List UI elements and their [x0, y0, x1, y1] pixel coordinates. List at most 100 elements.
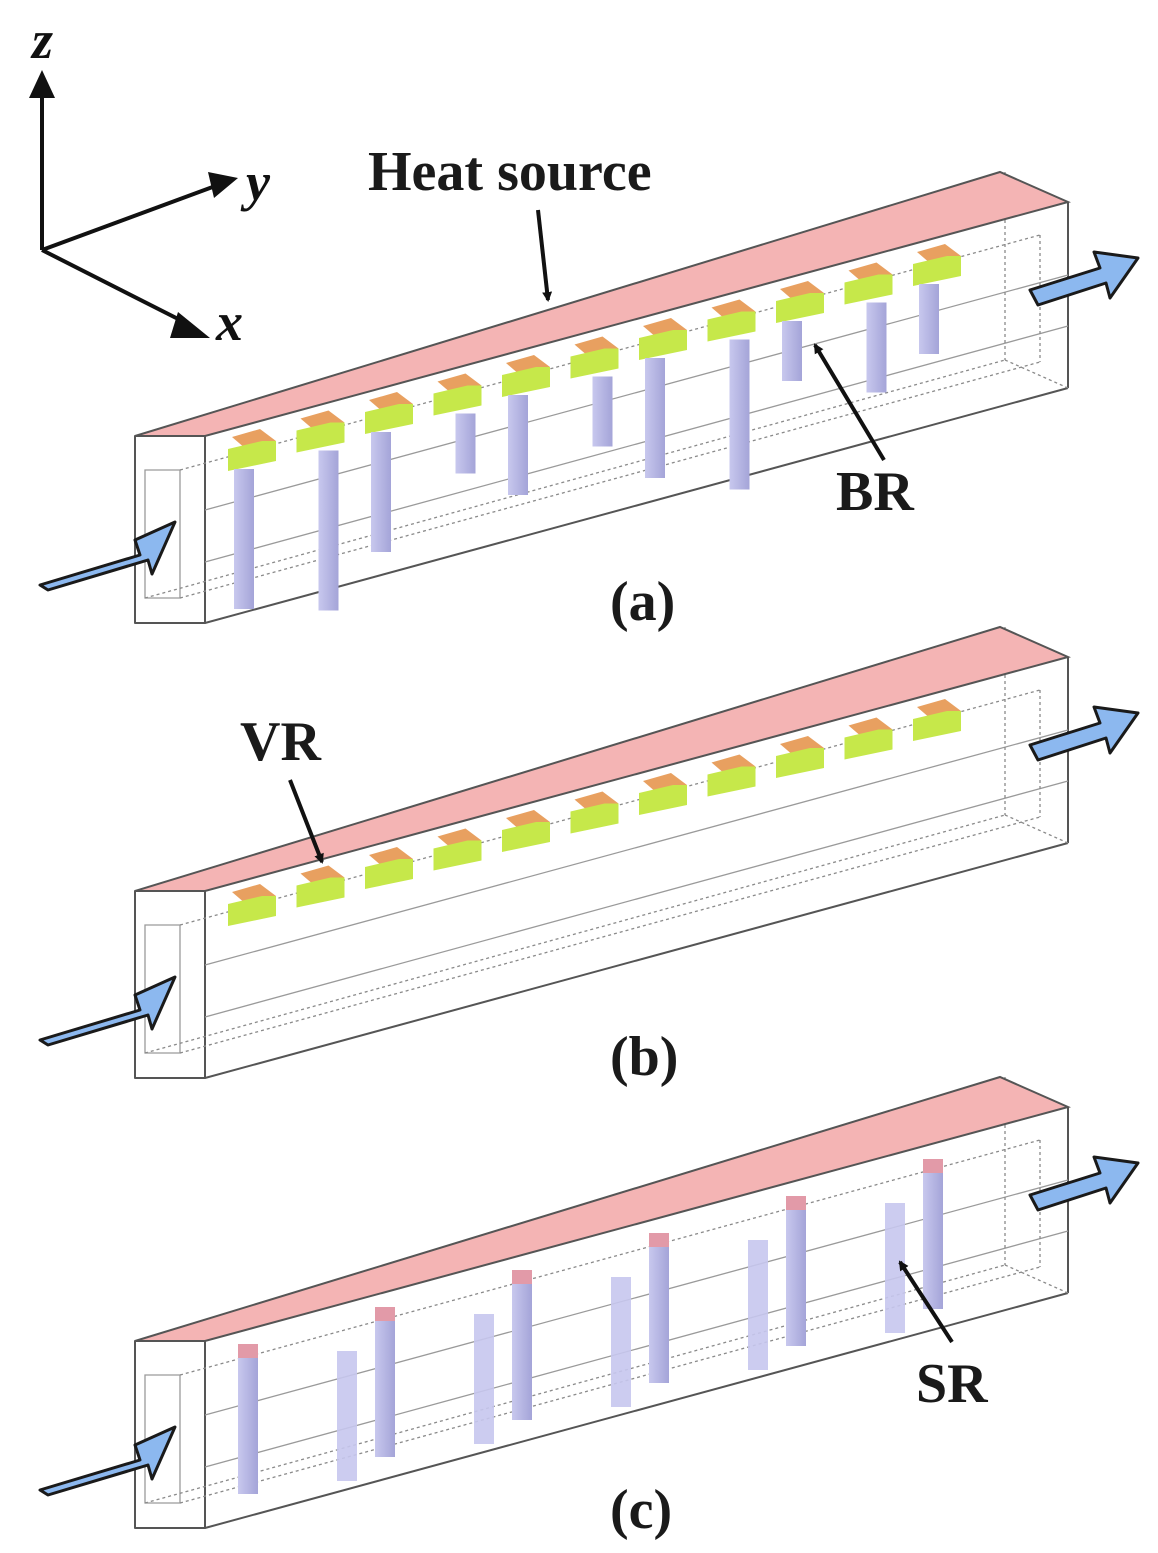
- rib-front: [433, 840, 482, 871]
- inner-top-line: [179, 1139, 1041, 1376]
- rib-front: [776, 293, 824, 323]
- sr-pillar-back: [786, 1196, 806, 1346]
- sr-pointer: [898, 1260, 954, 1344]
- mid-line-2: [204, 325, 1069, 563]
- sr-pillar-cap: [923, 1159, 943, 1173]
- rib-front: [296, 877, 345, 908]
- rib-top: [369, 392, 413, 412]
- rib-pillar: [371, 432, 391, 552]
- inner-back-bottom-line: [144, 359, 1006, 599]
- rib-top: [232, 884, 276, 904]
- rib-top: [780, 736, 824, 756]
- y-axis-line: [41, 183, 219, 252]
- rib-front: [365, 404, 413, 434]
- rib-front: [502, 367, 550, 397]
- vr-pointer: [288, 779, 324, 864]
- rib-front: [228, 441, 276, 471]
- heat-source-surface: [134, 1075, 1071, 1342]
- sr-pillar-cap: [786, 1196, 806, 1210]
- caption-b: (b): [610, 1026, 678, 1088]
- rib-pillar: [318, 450, 339, 611]
- rib-pillar: [645, 358, 665, 478]
- rib-top: [711, 299, 756, 320]
- z-axis-arrowhead: [29, 70, 55, 98]
- sr-pillar-cap: [512, 1270, 532, 1284]
- inlet-flow-arrow: [38, 520, 177, 592]
- y-axis-label: y: [240, 152, 271, 212]
- rib-pillar: [508, 395, 528, 495]
- rib-front: [844, 274, 893, 305]
- sr-pillar-cap: [375, 1307, 395, 1321]
- rib-top: [643, 318, 687, 338]
- rib-front: [570, 803, 619, 834]
- rib-top: [848, 717, 893, 738]
- rib-top: [300, 865, 345, 886]
- sr-pillar-front: [611, 1277, 631, 1407]
- rib-front: [707, 311, 756, 342]
- rib-pillar: [919, 284, 939, 354]
- vr-label: VR: [240, 711, 321, 773]
- z-axis-label: z: [30, 10, 53, 70]
- x-axis-line: [41, 248, 191, 327]
- sr-label: SR: [916, 1353, 988, 1415]
- sr-pillar-cap: [649, 1233, 669, 1247]
- outlet-flow-arrow: [1028, 1155, 1140, 1212]
- rib-pillar: [729, 339, 750, 490]
- br-pointer: [813, 343, 886, 462]
- rib-front: [228, 896, 276, 926]
- inlet-flow-arrow: [38, 1425, 177, 1497]
- inlet-flow-arrow: [38, 975, 177, 1047]
- annotations: Heat source BR VR SR: [240, 141, 988, 1415]
- rib-front: [365, 859, 413, 889]
- rib-top: [643, 773, 687, 793]
- panel-b: [38, 625, 1140, 1079]
- inner-bottom-line: [179, 816, 1041, 1054]
- panel-c: [38, 1075, 1140, 1529]
- sr-pillar-back: [512, 1270, 532, 1420]
- rib-top: [848, 262, 893, 283]
- rib-front: [502, 822, 550, 852]
- sr-pillar-cap: [238, 1344, 258, 1358]
- rib-top: [369, 847, 413, 867]
- sr-pillar-front: [748, 1240, 768, 1370]
- inner-back-bottom-line: [144, 814, 1006, 1054]
- rib-front: [639, 785, 687, 815]
- rib-pillar: [782, 321, 802, 381]
- outlet-flow-arrow: [1028, 705, 1140, 762]
- rib-front: [844, 729, 893, 760]
- mid-line-1: [204, 729, 1069, 966]
- rib-pillar: [234, 469, 254, 609]
- inner-back-bottom-line: [144, 1264, 1006, 1504]
- sr-pillar-front: [885, 1203, 905, 1333]
- outlet-bottom-edge: [1004, 359, 1069, 389]
- rib-top: [917, 699, 961, 719]
- coordinate-axes: z y x: [29, 10, 271, 352]
- bottom-front-edge: [204, 842, 1069, 1079]
- x-axis-arrowhead: [170, 312, 210, 338]
- rib-top: [437, 373, 482, 394]
- rib-front: [707, 766, 756, 797]
- mid-line-2: [204, 780, 1069, 1018]
- inner-bottom-line: [179, 361, 1041, 599]
- br-label: BR: [836, 461, 914, 523]
- rib-front: [296, 422, 345, 453]
- outlet-bottom-edge: [1004, 814, 1069, 844]
- rib-top: [506, 810, 550, 830]
- rib-top: [437, 828, 482, 849]
- x-axis-label: x: [215, 292, 243, 352]
- heat-source-label: Heat source: [368, 141, 652, 203]
- y-axis-arrowhead: [208, 172, 238, 198]
- bottom-front-edge: [204, 1292, 1069, 1529]
- caption-c: (c): [610, 1479, 672, 1541]
- rib-front: [433, 385, 482, 416]
- sr-pillar-front: [474, 1314, 494, 1444]
- sr-pillar-back: [238, 1344, 258, 1494]
- heat-source-surface: [134, 170, 1071, 437]
- sr-pillar-front: [337, 1351, 357, 1481]
- rib-top: [780, 281, 824, 301]
- sr-pillar-back: [649, 1233, 669, 1383]
- inner-bottom-line: [179, 1266, 1041, 1504]
- outlet-bottom-edge: [1004, 1264, 1069, 1294]
- rib-top: [917, 244, 961, 264]
